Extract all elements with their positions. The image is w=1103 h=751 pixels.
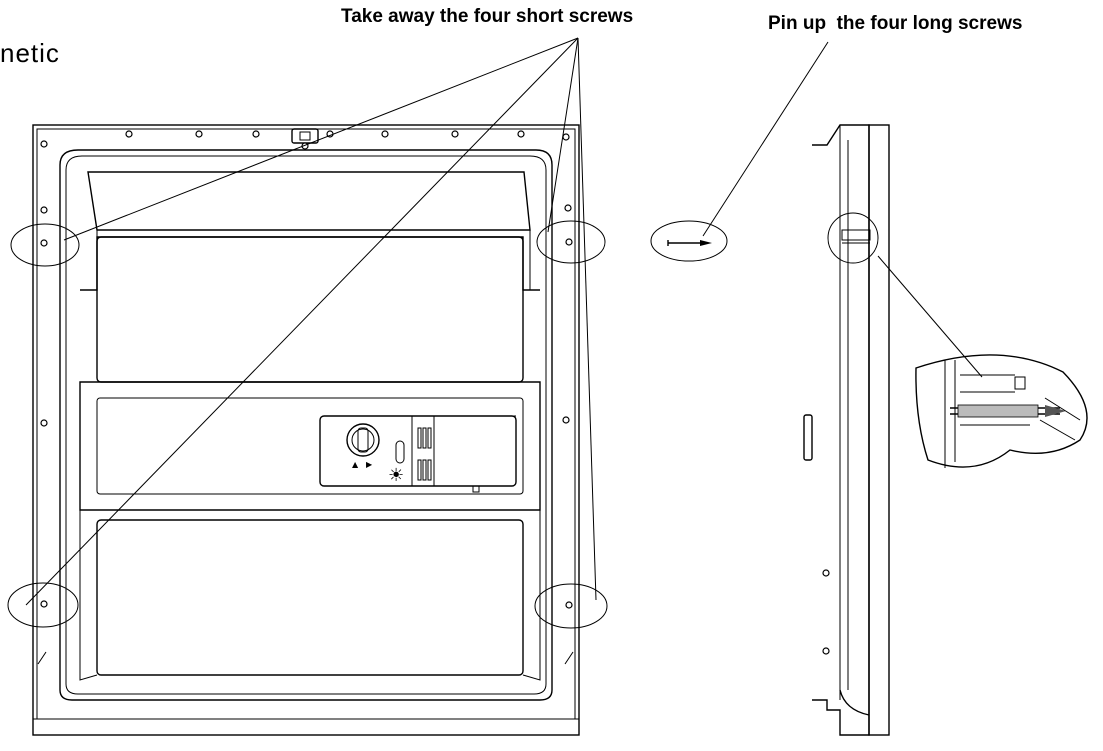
vent-slots [417,427,432,481]
sun-icon: ☀ [388,465,404,486]
middle-band [79,381,541,511]
short-screw-bottom-left [7,582,79,628]
short-screws-label: Take away the four short screws [341,6,634,27]
upper-panel [96,236,524,383]
side-panel-outer [868,124,890,736]
short-screw-leader-lines [25,37,597,606]
lower-panel [96,519,524,676]
side-detail-circle [827,212,879,264]
long-screw-ellipse [650,220,728,262]
side-hinge [839,689,870,716]
dial-arrow-right-icon: ▶ [366,460,373,469]
side-handle [803,414,813,461]
door-side-view [803,124,983,736]
dispenser-dial [346,423,380,457]
door-liner [59,149,553,701]
door-latch [291,128,319,150]
door-inner-frame [36,128,576,720]
magnified-detail [915,354,1088,468]
detergent-dispenser [319,415,517,493]
short-screw-top-left [10,223,80,267]
partial-heading: netic [0,38,60,68]
short-screw-top-right [536,220,606,264]
door-front-view: ▲ ▶ ☀ [7,124,608,736]
dial-arrow-left-icon: ▲ [352,460,359,469]
perimeter-screws [40,130,572,427]
long-screws-label: Pin up the four long screws [768,13,1023,34]
long-screw-callout [650,41,829,262]
top-recess [87,171,531,231]
door-outer-frame [32,124,580,736]
short-screw-bottom-right [534,583,608,629]
long-screw-icon [667,240,712,246]
